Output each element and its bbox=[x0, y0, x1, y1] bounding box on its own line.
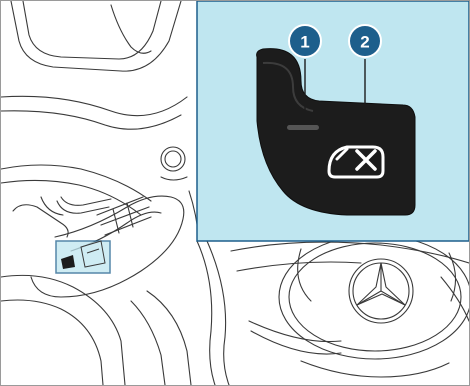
detail-inset: 1 2 bbox=[197, 1, 469, 241]
mercedes-star-logo bbox=[349, 259, 413, 323]
svg-text:2: 2 bbox=[360, 33, 369, 52]
callout-1: 1 bbox=[289, 25, 321, 57]
svg-text:1: 1 bbox=[300, 33, 309, 52]
switch-highlight-box bbox=[56, 241, 110, 273]
indicator-lamp bbox=[287, 125, 319, 130]
callout-2: 2 bbox=[349, 25, 381, 57]
